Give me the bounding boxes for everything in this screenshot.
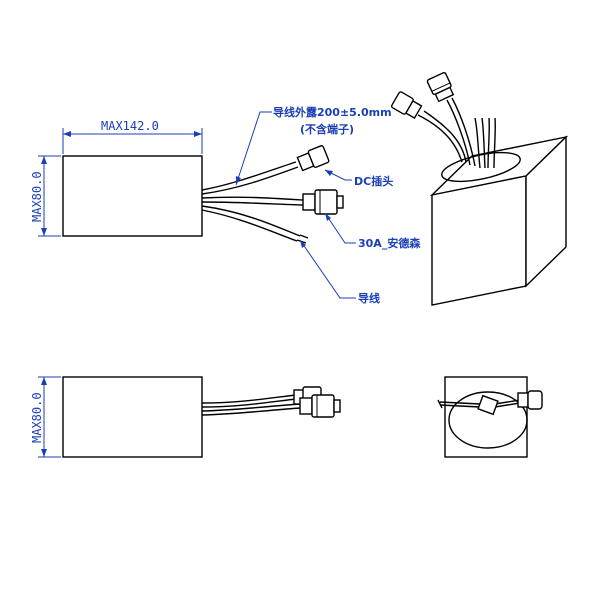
battery-body-top [62, 155, 203, 237]
width-dimension: MAX142.0 [62, 119, 203, 154]
lead-exposed-label: 导线外露200±5.0mm [273, 105, 392, 119]
height-dimension-front: MAX80.0 [30, 376, 61, 458]
height-dimension-front-label: MAX80.0 [30, 392, 44, 443]
height-dimension-top: MAX80.0 [30, 155, 61, 237]
top-wires [201, 161, 304, 242]
dc-plug-label: DC插头 [354, 174, 393, 188]
front-view: MAX80.0 [30, 376, 341, 458]
dc-plug-top [296, 145, 330, 172]
no-terminal-label: (不含端子) [300, 122, 354, 136]
anderson-connector-top [302, 189, 344, 215]
wire-label: 导线 [358, 291, 380, 305]
isometric-view [391, 71, 569, 306]
annotations: 导线外露200±5.0mm (不含端子) DC插头 30A_安德森 导线 [235, 105, 421, 305]
top-view: MAX142.0 MAX80.0 [30, 119, 344, 244]
end-view [437, 376, 543, 458]
width-dimension-label: MAX142.0 [101, 119, 159, 133]
connector-label: 30A_安德森 [358, 236, 421, 250]
battery-body-front [62, 376, 203, 458]
height-dimension-top-label: MAX80.0 [30, 171, 44, 222]
